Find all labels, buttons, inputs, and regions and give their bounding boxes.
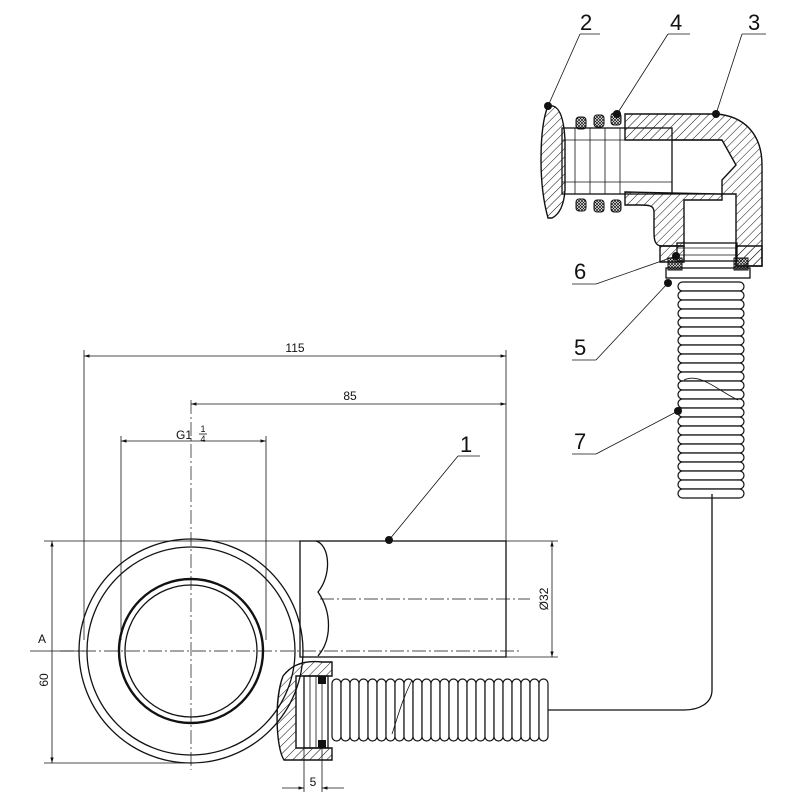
hose-rib [677,380,745,391]
callout-6: 6 [572,252,680,285]
hose-rib [677,452,745,463]
dimension-flange: 5 [282,748,344,792]
hose-rib [412,678,423,742]
hose-rib [367,678,378,742]
hose-rib [340,678,351,742]
cap-part-2 [540,105,566,219]
hose-rib [677,434,745,445]
hose-rib [457,678,468,742]
dimension-thread: G1 1 4 [120,424,267,640]
hose-rib [677,353,745,364]
vertical-hose-part-7 [677,281,745,499]
dim-85: 85 [343,389,357,403]
dim-thread: G1 [176,428,192,442]
callout-3: 3 [712,10,766,118]
section-marker-a: A [30,632,84,652]
hose-rib [448,678,459,742]
seal-ring-top-1 [575,116,587,130]
hose-rib [677,362,745,373]
gasket-part-5 [665,267,751,279]
hose-rib [677,416,745,427]
hose-rib [677,479,745,490]
dim-thread-den: 4 [200,434,205,444]
hose-rib [385,678,396,742]
hose-rib [677,281,745,292]
hose-route-line [540,494,713,711]
elbow-fitting-section [540,105,763,279]
hose-rib [511,678,522,742]
dim-thread-num: 1 [200,424,205,434]
hose-rib [677,335,745,346]
plug-body [561,127,673,195]
callout-label-4: 4 [670,10,682,35]
seal-ring-top-2 [593,114,605,128]
section-label: A [38,632,46,646]
hose-rib [493,678,504,742]
hose-rib [677,398,745,409]
callout-label-6: 6 [574,259,586,284]
hose-rib [677,317,745,328]
hose-rib [677,407,745,418]
washer-right [733,257,749,271]
callout-label-5: 5 [574,335,586,360]
callout-label-1: 1 [460,432,472,457]
callout-1: 1 [385,432,480,544]
hose-rib [421,678,432,742]
hose-rib [677,344,745,355]
hose-rib [677,470,745,481]
dimension-height: 60 [37,540,300,764]
hose-rib [677,308,745,319]
callout-label-2: 2 [580,10,592,35]
callout-label-3: 3 [748,10,760,35]
hose-rib [677,326,745,337]
hose-rib [677,290,745,301]
hose-rib [475,678,486,742]
horizontal-hose [331,678,549,742]
nut-part-6 [676,242,738,262]
hose-rib [529,678,540,742]
hose-rib [520,678,531,742]
dim-60: 60 [37,673,51,687]
elbow-body-lower [624,191,723,247]
hose-rib [484,678,495,742]
callout-2: 2 [544,10,600,110]
hose-rib [677,461,745,472]
dim-115: 115 [285,341,304,355]
hose-rib [677,299,745,310]
hose-rib [677,488,745,499]
hose-rib [677,371,745,382]
hose-rib [331,678,342,742]
dimension-outlet-length: 85 [191,389,506,406]
seal-ring-bottom-2 [593,199,605,213]
hose-rib [677,443,745,454]
callout-5: 5 [572,279,672,361]
seal-ring-bottom-1 [575,198,587,212]
dimension-overall-length: 115 [83,341,507,640]
seal-ring-bottom-3 [610,199,622,213]
callout-label-7: 7 [574,429,586,454]
hose-rib [376,678,387,742]
outlet-flange-edge [315,540,330,657]
hose-rib [677,425,745,436]
hose-rib [358,678,369,742]
dim-5: 5 [310,775,317,789]
hose-rib [538,678,549,742]
hose-rib [466,678,477,742]
callout-4: 4 [613,10,690,118]
hose-rib [349,678,360,742]
hose-rib [502,678,513,742]
hose-rib [430,678,441,742]
dim-diameter: Ø32 [537,587,551,610]
callout-7: 7 [572,407,682,455]
dimension-pipe-diameter: Ø32 [506,540,558,658]
hose-rib [439,678,450,742]
